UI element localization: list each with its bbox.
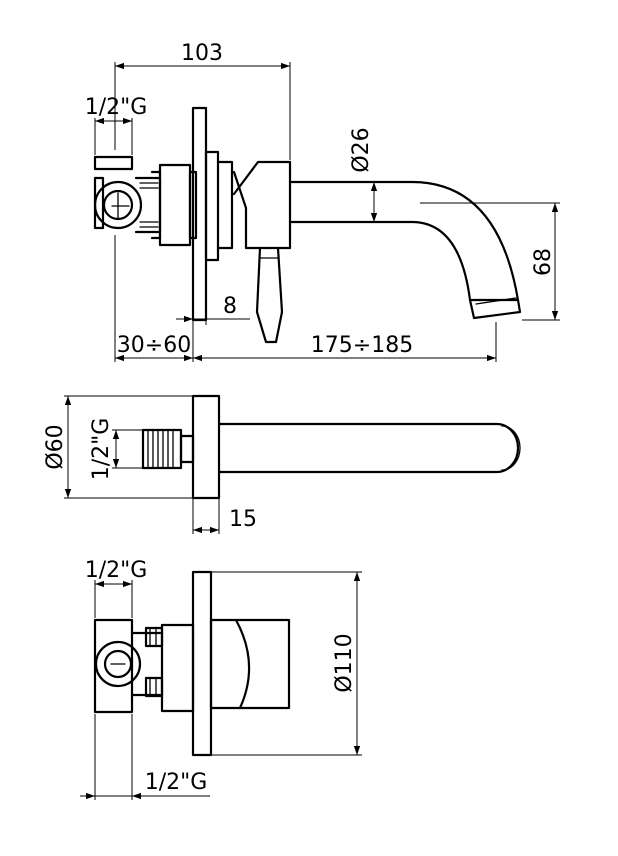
dim-overall-depth: 103 <box>114 41 291 160</box>
side-wall-plate <box>191 394 221 500</box>
dim-front-inlet-thread-bottom: 1/2"G <box>80 714 210 800</box>
front-wall-plate <box>191 570 213 757</box>
label-spout-reach: 175÷185 <box>311 333 413 358</box>
label-side-plate-diameter: Ø60 <box>43 424 68 469</box>
spout <box>288 180 522 320</box>
label-side-inlet-thread: 1/2"G <box>89 418 114 481</box>
front-connector-fittings <box>130 623 195 713</box>
dim-spout-height: 68 <box>420 202 560 321</box>
dim-wall-range-and-reach: 30÷60 175÷185 <box>114 235 497 362</box>
connector-fittings <box>134 163 198 247</box>
label-front-plate-diameter: Ø110 <box>332 633 357 692</box>
valve-body <box>93 155 143 230</box>
top-view: 103 1/2"G Ø26 68 8 <box>85 41 560 362</box>
dim-spout-diameter: Ø26 <box>292 127 380 223</box>
label-wall-range: 30÷60 <box>117 333 191 358</box>
dim-side-plate-diameter: Ø60 <box>43 395 193 499</box>
label-inlet-thread: 1/2"G <box>85 95 148 120</box>
side-spout <box>217 422 520 474</box>
dim-front-plate-diameter: Ø110 <box>211 571 362 756</box>
wall-plate <box>191 106 234 322</box>
dim-inlet-thread: 1/2"G <box>85 95 148 155</box>
label-overall-depth: 103 <box>181 41 223 66</box>
side-inlet-fittings <box>141 428 195 470</box>
label-plate-thickness: 8 <box>223 294 237 319</box>
lever-body <box>232 160 292 344</box>
label-front-inlet-thread-top: 1/2"G <box>85 558 148 583</box>
front-view: 1/2"G Ø110 1/2"G <box>80 558 362 800</box>
front-lever-body <box>209 618 291 710</box>
dim-plate-thickness: 8 <box>176 294 250 362</box>
label-spout-diameter: Ø26 <box>349 127 374 172</box>
label-spout-height: 68 <box>531 248 556 276</box>
side-view: Ø60 1/2"G 15 <box>43 394 521 534</box>
label-front-inlet-thread-bottom: 1/2"G <box>145 770 208 795</box>
dim-side-plate-offset: 15 <box>192 498 257 534</box>
dim-front-inlet-thread-top: 1/2"G <box>85 558 148 618</box>
dim-side-inlet-thread: 1/2"G <box>89 418 143 481</box>
front-valve-body <box>93 618 142 714</box>
label-side-plate-offset: 15 <box>229 507 257 532</box>
